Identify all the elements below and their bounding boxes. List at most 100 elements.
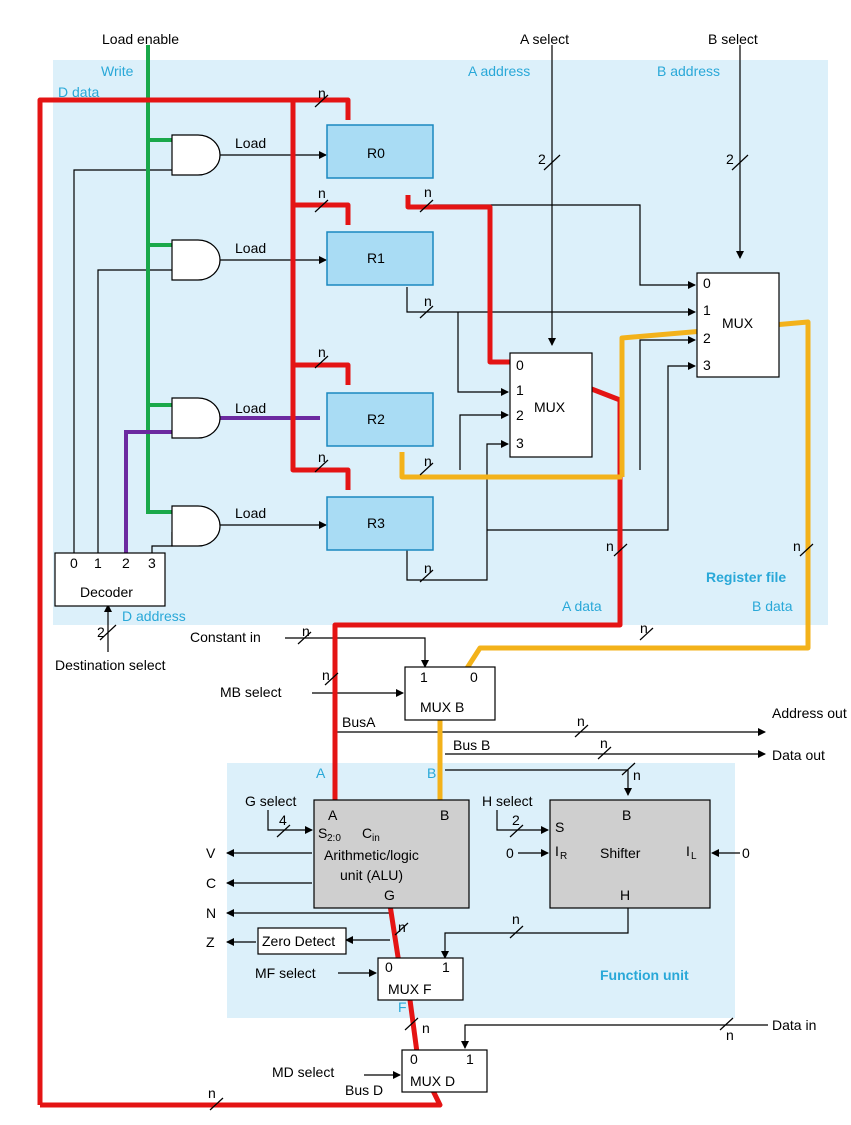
register-r2-label: R2 bbox=[367, 411, 385, 427]
shifter-label: Shifter bbox=[600, 845, 641, 861]
alu-line2: unit (ALU) bbox=[340, 867, 403, 883]
shifter-b: B bbox=[622, 807, 631, 823]
alu-s: S bbox=[318, 825, 327, 841]
flag-v: V bbox=[206, 845, 216, 861]
r1-to-muxa bbox=[457, 312, 509, 396]
bus-slashes bbox=[209, 94, 814, 1111]
register-r1-label: R1 bbox=[367, 250, 385, 266]
decoder-out-1: 1 bbox=[94, 555, 102, 571]
shifter-il-sub: L bbox=[691, 851, 697, 862]
mux-b-rf-in1: 1 bbox=[703, 302, 711, 318]
mux-b-rf-label: MUX bbox=[722, 315, 754, 331]
and-gate-1 bbox=[171, 239, 221, 281]
flag-z: Z bbox=[206, 934, 215, 950]
h-select-label: H select bbox=[482, 793, 533, 809]
n-f-out: n bbox=[422, 1020, 430, 1036]
g-select-label: G select bbox=[245, 793, 296, 809]
n-r2-in: n bbox=[318, 344, 326, 360]
n-r1-out: n bbox=[424, 293, 432, 309]
mux-b bbox=[404, 666, 496, 721]
h-select-width: 2 bbox=[512, 812, 520, 828]
shifter-ir-sub: R bbox=[560, 851, 567, 862]
load-enable-label: Load enable bbox=[102, 31, 179, 47]
function-unit-title: Function unit bbox=[600, 967, 689, 983]
mux-b-rf-in0: 0 bbox=[703, 275, 711, 291]
mux-d-in0: 0 bbox=[410, 1051, 418, 1067]
mux-d-in1: 1 bbox=[466, 1051, 474, 1067]
register-r3-label: R3 bbox=[367, 515, 385, 531]
mux-b-rf-in2: 2 bbox=[703, 330, 711, 346]
n-r3-out: n bbox=[424, 560, 432, 576]
n-bus-b: n bbox=[600, 735, 608, 751]
write-label: Write bbox=[101, 63, 134, 79]
alu bbox=[313, 799, 470, 909]
b-data-label: B data bbox=[752, 598, 793, 614]
n-r0-out: n bbox=[424, 184, 432, 200]
b-select-width: 2 bbox=[726, 151, 734, 167]
decoder-out-3: 3 bbox=[148, 555, 156, 571]
a-address-label: A address bbox=[468, 63, 530, 79]
bus-b-label: Bus B bbox=[453, 737, 490, 753]
n-r3-in: n bbox=[318, 449, 326, 465]
fu-a-label: A bbox=[316, 765, 326, 781]
purple-path bbox=[124, 416, 320, 553]
a-data-label: A data bbox=[562, 598, 602, 614]
decoder-wire-0 bbox=[73, 169, 172, 553]
mux-a-in1: 1 bbox=[516, 382, 524, 398]
shifter-zero-right: 0 bbox=[742, 845, 750, 861]
mux-a-in3: 3 bbox=[516, 435, 524, 451]
mux-b-in0: 0 bbox=[470, 669, 478, 685]
d-address-label: D address bbox=[122, 608, 186, 624]
shifter-out-wire bbox=[441, 908, 629, 959]
r2-to-muxa bbox=[459, 411, 509, 470]
n-data-in: n bbox=[726, 1027, 734, 1043]
g-select-width: 4 bbox=[279, 812, 287, 828]
n-bus-a: n bbox=[577, 713, 585, 729]
alu-cin-sub: in bbox=[372, 833, 380, 844]
address-out-label: Address out bbox=[772, 705, 847, 721]
load-label-0: Load bbox=[235, 135, 266, 151]
mux-b-regfile bbox=[696, 272, 780, 378]
r1-out-wire bbox=[406, 287, 696, 316]
data-in-label: Data in bbox=[772, 1017, 816, 1033]
n-muxa-out: n bbox=[606, 538, 614, 554]
n-bus-d: n bbox=[208, 1085, 216, 1101]
mux-d-label: MUX D bbox=[410, 1073, 455, 1089]
n-muxb-out: n bbox=[793, 538, 801, 554]
data-out-label: Data out bbox=[772, 747, 825, 763]
and-gate-2 bbox=[171, 397, 221, 439]
f-label: F bbox=[398, 999, 407, 1015]
register-r2 bbox=[326, 392, 434, 447]
n-r0-in: n bbox=[318, 85, 326, 101]
shifter-h: H bbox=[620, 887, 630, 903]
a-select-width: 2 bbox=[538, 151, 546, 167]
shifter-il: I bbox=[686, 843, 690, 859]
flag-n: N bbox=[206, 905, 216, 921]
r0-out-wire bbox=[433, 204, 696, 289]
n-alu-out: n bbox=[398, 919, 406, 935]
mux-f bbox=[377, 957, 464, 1001]
constant-in-label: Constant in bbox=[190, 629, 261, 645]
decoder-label: Decoder bbox=[80, 584, 133, 600]
register-r3 bbox=[326, 496, 434, 551]
md-select-label: MD select bbox=[272, 1064, 334, 1080]
mux-a-in2: 2 bbox=[516, 407, 524, 423]
mux-b-rf-in3: 3 bbox=[703, 357, 711, 373]
green-path bbox=[146, 45, 172, 514]
b-select-label: B select bbox=[708, 31, 758, 47]
mb-select-label: MB select bbox=[220, 684, 282, 700]
b-sel-slash bbox=[731, 154, 749, 171]
alu-s-sub: 2:0 bbox=[327, 833, 341, 844]
mux-f-label: MUX F bbox=[388, 981, 432, 997]
mux-b-label: MUX B bbox=[420, 699, 464, 715]
r2-to-muxb bbox=[639, 336, 696, 470]
r3-to-muxb bbox=[487, 362, 696, 531]
n-r2-out: n bbox=[424, 453, 432, 469]
decoder-out-2: 2 bbox=[122, 555, 130, 571]
load-label-1: Load bbox=[235, 240, 266, 256]
and-gate-3 bbox=[171, 505, 221, 547]
a-select-label: A select bbox=[520, 31, 569, 47]
a-sel-slash bbox=[543, 154, 561, 171]
h-select-wire bbox=[496, 810, 549, 834]
mf-select-label: MF select bbox=[255, 965, 316, 981]
